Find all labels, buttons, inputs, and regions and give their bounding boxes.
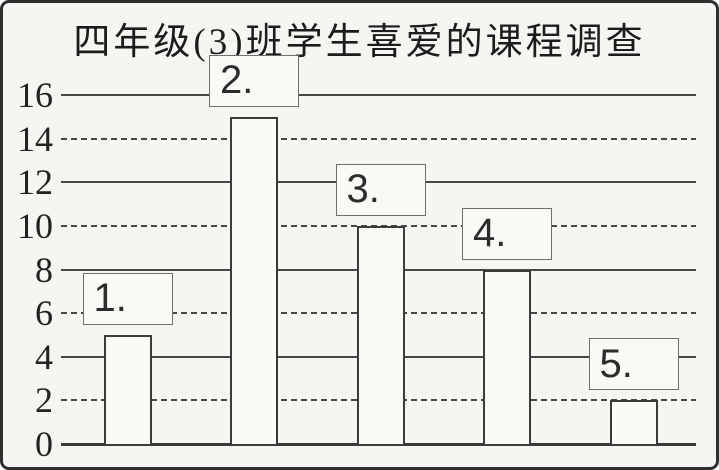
bar-label: 5.: [599, 341, 633, 386]
bar: [230, 116, 278, 444]
bar-label-box: 1.: [82, 272, 173, 325]
y-axis-tick-label: 2: [35, 380, 53, 421]
gridline: [61, 94, 696, 96]
bar: [356, 225, 405, 444]
bar-label: 3.: [346, 167, 380, 212]
bar-label: 1.: [93, 276, 127, 321]
y-axis-tick-label: 6: [35, 293, 53, 334]
bar-label-box: 2.: [209, 54, 299, 107]
bar-label: 4.: [473, 211, 507, 255]
y-axis-tick-label: 4: [35, 336, 53, 377]
x-axis-line: [61, 443, 696, 446]
bar-label-box: 4.: [462, 207, 552, 260]
y-axis-tick-label: 14: [17, 118, 53, 159]
bar: [609, 400, 658, 444]
bar: [103, 334, 152, 444]
y-axis-tick-label: 10: [17, 205, 53, 246]
bar: [483, 269, 531, 444]
y-axis-tick-label: 8: [35, 249, 53, 290]
y-axis-tick-label: 0: [35, 424, 53, 464]
chart-title: 四年级(3)班学生喜爱的课程调查: [73, 22, 646, 63]
bar-label-box: 5.: [588, 338, 679, 391]
y-axis-tick-label: 16: [17, 75, 53, 115]
y-axis-tick-label: 12: [17, 162, 53, 203]
bar-label-box: 3.: [335, 163, 426, 216]
bar-label: 2.: [220, 58, 254, 103]
gridline: [61, 137, 696, 140]
